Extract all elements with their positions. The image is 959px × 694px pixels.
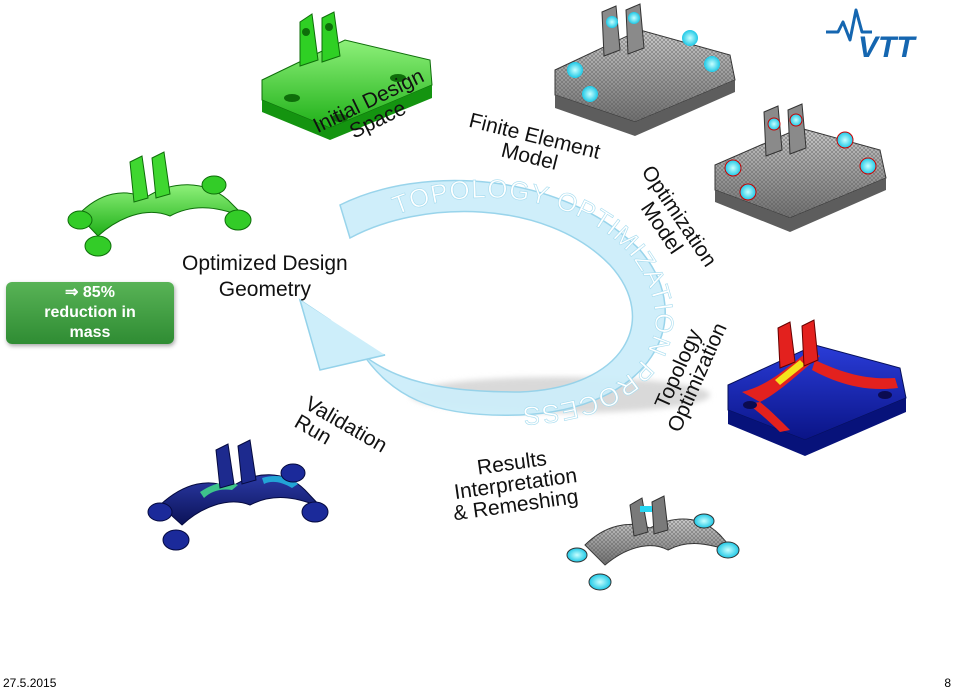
footer-date: 27.5.2015 xyxy=(3,676,57,690)
implies-arrow-icon: ⇒ xyxy=(65,284,79,301)
label-optimized-line2: Geometry xyxy=(218,278,311,301)
badge-line2: reduction in xyxy=(44,303,136,321)
footer-page-number: 8 xyxy=(944,676,951,690)
topology-result-part xyxy=(727,319,907,456)
fem-part xyxy=(554,3,736,136)
badge-percent: 85% xyxy=(82,284,115,301)
remeshed-part xyxy=(566,495,740,591)
badge-line1: ⇒ 85% xyxy=(6,284,174,302)
initial-design-part xyxy=(261,11,433,140)
label-optimized-line1: Optimized Design xyxy=(182,252,348,275)
mass-reduction-badge: ⇒ 85% reduction in mass xyxy=(6,282,174,344)
validation-part xyxy=(147,439,329,551)
label-optimized-geometry: Optimized Design Geometry xyxy=(182,253,348,300)
badge-line3: mass xyxy=(69,323,111,341)
optimized-part xyxy=(67,151,252,257)
optimization-model-part xyxy=(714,103,887,232)
vtt-logo-text: VTT xyxy=(858,31,917,64)
process-arrow xyxy=(298,179,710,416)
vtt-logo: VTT xyxy=(826,8,917,64)
